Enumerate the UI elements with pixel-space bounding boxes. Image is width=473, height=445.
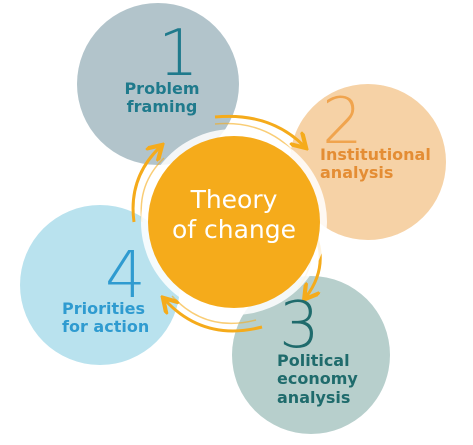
step-1-label-line-2: framing — [126, 97, 198, 117]
center-title-line-1: Theory — [190, 185, 278, 214]
step-4-label-line-2: for action — [62, 317, 150, 337]
step-4-label-line-1: Priorities — [62, 299, 145, 318]
step-3-label-line-1: Political — [277, 351, 350, 370]
step-1-label-line-1: Problem — [124, 79, 200, 98]
step-1-number: 1 — [158, 17, 199, 91]
step-3-label-line-2: economy — [277, 369, 358, 389]
center-title-line-2: of change — [171, 215, 297, 244]
center-title: Theory of change — [148, 185, 320, 245]
arrow-1-to-2 — [214, 114, 304, 146]
step-2-label-line-1: Institutional — [320, 145, 431, 164]
step-1-label: Problem framing — [122, 79, 202, 117]
arrow-2-to-3 — [306, 235, 322, 297]
step-3-label-line-3: analysis — [277, 387, 351, 407]
step-3-number: 3 — [279, 289, 320, 363]
arrow-4-to-1 — [131, 147, 160, 223]
arrow-3-to-4 — [165, 300, 263, 333]
center-circle — [148, 136, 320, 308]
step-3-label: Political economy analysis — [277, 351, 387, 407]
step-2-number: 2 — [322, 85, 363, 159]
step-4-number: 4 — [105, 239, 146, 313]
step-4-label: Priorities for action — [62, 299, 162, 337]
step-2-label-line-2: analysis — [320, 163, 394, 183]
step-2-label: Institutional analysis — [320, 145, 450, 183]
